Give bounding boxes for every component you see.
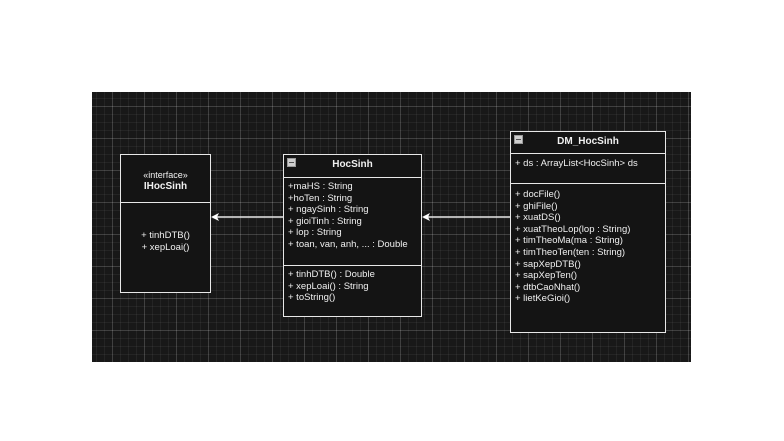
hocsinh-methods: + tinhDTB() : Double + xepLoai() : Strin… <box>284 265 421 315</box>
arrow-dm-hocsinh-to-hocsinh[interactable] <box>421 211 511 223</box>
arrowhead-icon <box>211 213 219 221</box>
method: + sapXepDTB() <box>515 258 581 270</box>
attribute: + gioiTinh : String <box>288 215 362 227</box>
attribute: +hoTen : String <box>288 192 353 204</box>
method: + xepLoai() : String <box>288 280 369 292</box>
method: + ghiFile() <box>515 200 558 212</box>
method: + tinhDTB() <box>141 230 190 241</box>
method: + xepLoai() <box>141 241 190 253</box>
class-ihocsinh[interactable]: «interface» IHocSinh + tinhDTB() + xepLo… <box>120 154 211 293</box>
attribute: + lop : String <box>288 227 342 239</box>
class-hocsinh[interactable]: HocSinh +maHS : String +hoTen : String +… <box>283 154 422 317</box>
dm-hocsinh-header: DM_HocSinh <box>511 132 665 153</box>
method: + timTheoMa(ma : String) <box>515 235 623 247</box>
attribute: +maHS : String <box>288 181 353 192</box>
ihocsinh-name: IHocSinh <box>143 181 188 192</box>
hocsinh-header: HocSinh <box>284 155 421 177</box>
method: + sapXepTen() <box>515 270 578 282</box>
collapse-icon[interactable] <box>287 158 296 167</box>
ihocsinh-header: «interface» IHocSinh <box>121 155 210 202</box>
class-dm-hocsinh[interactable]: DM_HocSinh + ds : ArrayList<HocSinh> ds … <box>510 131 666 333</box>
method: + lietKeGioi() <box>515 293 571 305</box>
ihocsinh-stereotype: «interface» <box>143 170 188 180</box>
attribute: + toan, van, anh, ... : Double <box>288 238 408 250</box>
dm-hocsinh-name: DM_HocSinh <box>557 136 619 147</box>
method: + dtbCaoNhat() <box>515 281 581 293</box>
arrowhead-icon <box>422 213 430 221</box>
method: + timTheoTen(ten : String) <box>515 246 626 258</box>
dm-hocsinh-methods: + docFile() + ghiFile() + xuatDS() + xua… <box>511 183 665 331</box>
collapse-icon[interactable] <box>514 135 523 144</box>
method: + xuatTheoLop(lop : String) <box>515 223 631 235</box>
arrow-hocsinh-to-ihocsinh[interactable] <box>210 211 284 223</box>
attribute: + ds : ArrayList<HocSinh> ds <box>515 158 638 169</box>
method: + toString() <box>288 292 336 304</box>
attribute: + ngaySinh : String <box>288 204 369 216</box>
method: + tinhDTB() : Double <box>288 269 375 280</box>
method: + xuatDS() <box>515 212 561 224</box>
ihocsinh-methods: + tinhDTB() + xepLoai() <box>121 202 210 291</box>
hocsinh-name: HocSinh <box>332 159 373 170</box>
method: + docFile() <box>515 189 561 200</box>
dm-hocsinh-attributes: + ds : ArrayList<HocSinh> ds <box>511 153 665 183</box>
hocsinh-attributes: +maHS : String +hoTen : String + ngaySin… <box>284 177 421 265</box>
